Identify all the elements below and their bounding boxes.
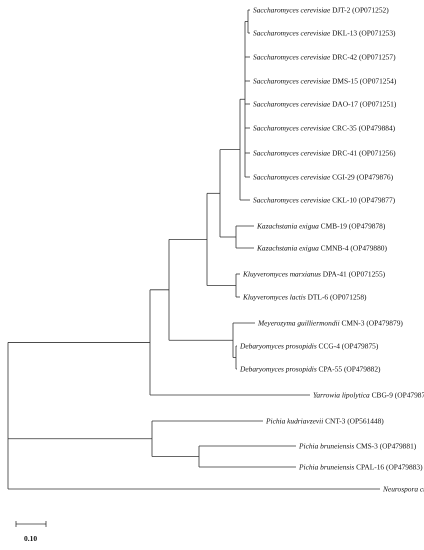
taxon-species: Kazachstania exigua (256, 222, 319, 231)
taxon-species: Pichia kudriavzevii (265, 417, 323, 426)
taxon-label: Saccharomyces cerevisiae DRC-42 (OP07125… (253, 53, 396, 62)
taxon-strain: CKL-10 (330, 196, 357, 205)
taxon-species: Debaryomyces prosopidis (239, 342, 317, 351)
taxon-species: Meyerozyma guilliermondii (257, 319, 340, 328)
scale-bar: 0.10 (15, 521, 47, 543)
taxon-strain: CBG-9 (370, 391, 394, 400)
tree-branches (7, 9, 380, 490)
taxon-species: Kazachstania exigua (256, 244, 319, 253)
taxon-species: Saccharomyces cerevisiae (253, 173, 331, 182)
taxon-accession: (OP071256) (357, 149, 396, 158)
taxon-label: Debaryomyces prosopidis CPA-55 (OP479882… (239, 365, 381, 374)
taxon-strain: DKL-13 (330, 29, 357, 38)
taxon-species: Saccharomyces cerevisiae (253, 77, 331, 86)
taxon-label: Pichia kudriavzevii CNT-3 (OP561448) (265, 417, 384, 426)
taxon-accession: (OP071257) (357, 53, 396, 62)
taxon-species: Saccharomyces cerevisiae (253, 53, 331, 62)
taxon-strain: CMNB-4 (319, 244, 349, 253)
taxon-strain: CRC-35 (330, 124, 357, 133)
taxon-strain: CNT-3 (323, 417, 345, 426)
taxon-label: Meyerozyma guilliermondii CMN-3 (OP47987… (257, 319, 403, 328)
scale-bar-label: 0.10 (24, 534, 37, 543)
taxon-accession: (OP071253) (357, 29, 396, 38)
taxon-strain: DMS-15 (330, 77, 358, 86)
taxon-label: Debaryomyces prosopidis CCG-4 (OP479875) (239, 342, 379, 351)
taxon-strain: CGI-29 (330, 173, 355, 182)
taxon-accession: (OP479883) (384, 463, 423, 472)
taxon-label: Saccharomyces cerevisiae DMS-15 (OP07125… (253, 77, 397, 86)
taxon-accession: (OP071258) (328, 293, 367, 302)
taxon-strain: CMB-19 (319, 222, 347, 231)
taxon-accession: (OP479876) (355, 173, 394, 182)
taxon-species: Kluyveromyces marxianus (242, 270, 321, 279)
taxon-strain: CPA-55 (317, 365, 343, 374)
taxon-accession: (OP071254) (358, 77, 397, 86)
taxon-label: Pichia bruneiensis CMS-3 (OP479881) (298, 442, 417, 451)
taxon-strain: CMN-3 (340, 319, 365, 328)
taxon-species: Pichia bruneiensis (298, 442, 354, 451)
taxon-accession: (OP071252) (350, 6, 389, 15)
taxon-species: Neurospora crassa (382, 485, 424, 494)
taxon-species: Saccharomyces cerevisiae (253, 149, 331, 158)
taxon-strain: DRC-42 (330, 53, 357, 62)
taxon-accession: (OP479880) (349, 244, 388, 253)
taxon-accession: (OP071251) (358, 100, 397, 109)
taxon-label: Saccharomyces cerevisiae DJT-2 (OP071252… (253, 6, 389, 15)
taxon-species: Saccharomyces cerevisiae (253, 6, 331, 15)
taxon-species: Saccharomyces cerevisiae (253, 196, 331, 205)
taxon-species: Pichia bruneiensis (298, 463, 354, 472)
taxon-accession: (OP479877) (357, 196, 396, 205)
taxon-strain: DPA-41 (321, 270, 347, 279)
taxon-strain: CPAL-16 (354, 463, 384, 472)
taxon-accession: (OP479875) (340, 342, 379, 351)
taxon-label: Neurospora crassa OR74A (XR 898136.1) (382, 485, 424, 494)
taxon-strain: DJT-2 (330, 6, 350, 15)
taxon-accession: (OP479884) (357, 124, 396, 133)
taxon-accession: (OP561448) (345, 417, 384, 426)
taxon-strain: CCG-4 (317, 342, 341, 351)
taxon-label: Kazachstania exigua CMB-19 (OP479878) (256, 222, 386, 231)
taxon-label: Pichia bruneiensis CPAL-16 (OP479883) (298, 463, 423, 472)
taxon-strain: DAO-17 (330, 100, 358, 109)
taxon-species: Saccharomyces cerevisiae (253, 29, 331, 38)
taxon-species: Debaryomyces prosopidis (239, 365, 317, 374)
taxon-label: Saccharomyces cerevisiae DRC-41 (OP07125… (253, 149, 396, 158)
taxon-accession: (OP479878) (347, 222, 386, 231)
taxon-accession: (OP479879) (364, 319, 403, 328)
taxon-accession: (OP479874) (393, 391, 424, 400)
tree-labels: Saccharomyces cerevisiae DJT-2 (OP071252… (239, 6, 424, 494)
taxon-strain: DTL-6 (306, 293, 329, 302)
taxon-accession: (OP071255) (347, 270, 386, 279)
taxon-species: Kluyveromyces lactis (242, 293, 306, 302)
taxon-label: Yarrowia lipolytica CBG-9 (OP479874) (313, 391, 424, 400)
taxon-accession: (OP479881) (378, 442, 417, 451)
taxon-label: Saccharomyces cerevisiae CGI-29 (OP47987… (253, 173, 394, 182)
taxon-label: Saccharomyces cerevisiae DAO-17 (OP07125… (253, 100, 397, 109)
taxon-label: Kazachstania exigua CMNB-4 (OP479880) (256, 244, 388, 253)
taxon-label: Saccharomyces cerevisiae CKL-10 (OP47987… (253, 196, 396, 205)
taxon-label: Kluyveromyces lactis DTL-6 (OP071258) (242, 293, 367, 302)
taxon-accession: (OP479882) (342, 365, 381, 374)
taxon-species: Yarrowia lipolytica (313, 391, 370, 400)
taxon-label: Kluyveromyces marxianus DPA-41 (OP071255… (242, 270, 386, 279)
taxon-label: Saccharomyces cerevisiae DKL-13 (OP07125… (253, 29, 396, 38)
taxon-strain: CMS-3 (354, 442, 378, 451)
taxon-label: Saccharomyces cerevisiae CRC-35 (OP47988… (253, 124, 396, 133)
taxon-strain: DRC-41 (330, 149, 357, 158)
taxon-species: Saccharomyces cerevisiae (253, 100, 331, 109)
taxon-species: Saccharomyces cerevisiae (253, 124, 331, 133)
